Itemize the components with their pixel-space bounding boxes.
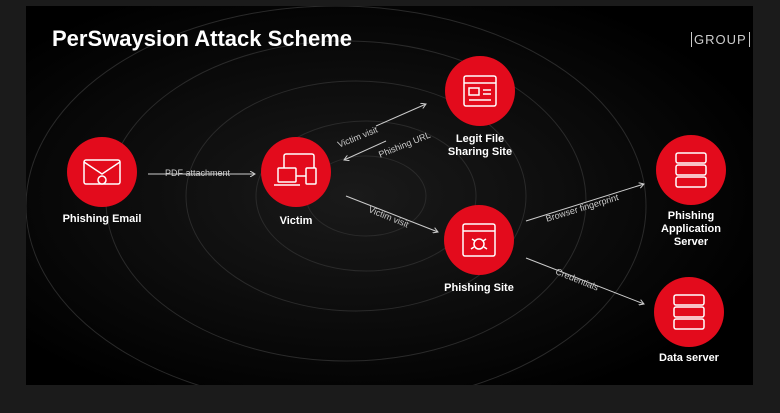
diagram-canvas: PerSwaysion Attack Scheme GROUPIB Phishi… bbox=[26, 6, 753, 385]
browser-bug-icon bbox=[462, 223, 496, 257]
logo-text-suffix: IB bbox=[748, 32, 753, 47]
node-label-phishing-app-server: Phishing Application Server bbox=[661, 210, 721, 248]
group-ib-logo: GROUPIB bbox=[691, 32, 753, 47]
logo-text: GROUP bbox=[694, 32, 747, 47]
envelope-bug-icon bbox=[83, 159, 121, 185]
node-label-victim: Victim bbox=[279, 215, 313, 227]
node-label-data-server: Data server bbox=[659, 352, 719, 364]
node-label-phishing-site: Phishing Site bbox=[444, 282, 514, 294]
arrow-phishing-url bbox=[344, 140, 387, 160]
server-icon bbox=[673, 294, 705, 330]
node-legit-circle bbox=[445, 56, 515, 126]
arrow-victim-visit-phish bbox=[345, 195, 438, 232]
diagram-graphics bbox=[26, 6, 753, 385]
server-icon bbox=[675, 152, 707, 188]
node-phishing-email-circle bbox=[67, 137, 137, 207]
arrow-fingerprint bbox=[525, 184, 644, 222]
node-data-server-circle bbox=[654, 277, 724, 347]
devices-icon bbox=[274, 153, 317, 186]
page-title: PerSwaysion Attack Scheme bbox=[52, 26, 352, 51]
node-label-phishing-email: Phishing Email bbox=[62, 213, 142, 225]
edge-label-pdf-attachment: PDF attachment bbox=[165, 168, 231, 178]
arrows bbox=[148, 104, 644, 304]
arrow-victim-visit-legit bbox=[375, 104, 426, 127]
node-app-server-circle bbox=[656, 135, 726, 205]
node-label-legit-file-sharing: Legit File Sharing Site bbox=[447, 133, 513, 158]
webpage-icon bbox=[463, 75, 497, 107]
arrow-credentials bbox=[525, 257, 644, 304]
node-phishing-site-circle bbox=[444, 205, 514, 275]
